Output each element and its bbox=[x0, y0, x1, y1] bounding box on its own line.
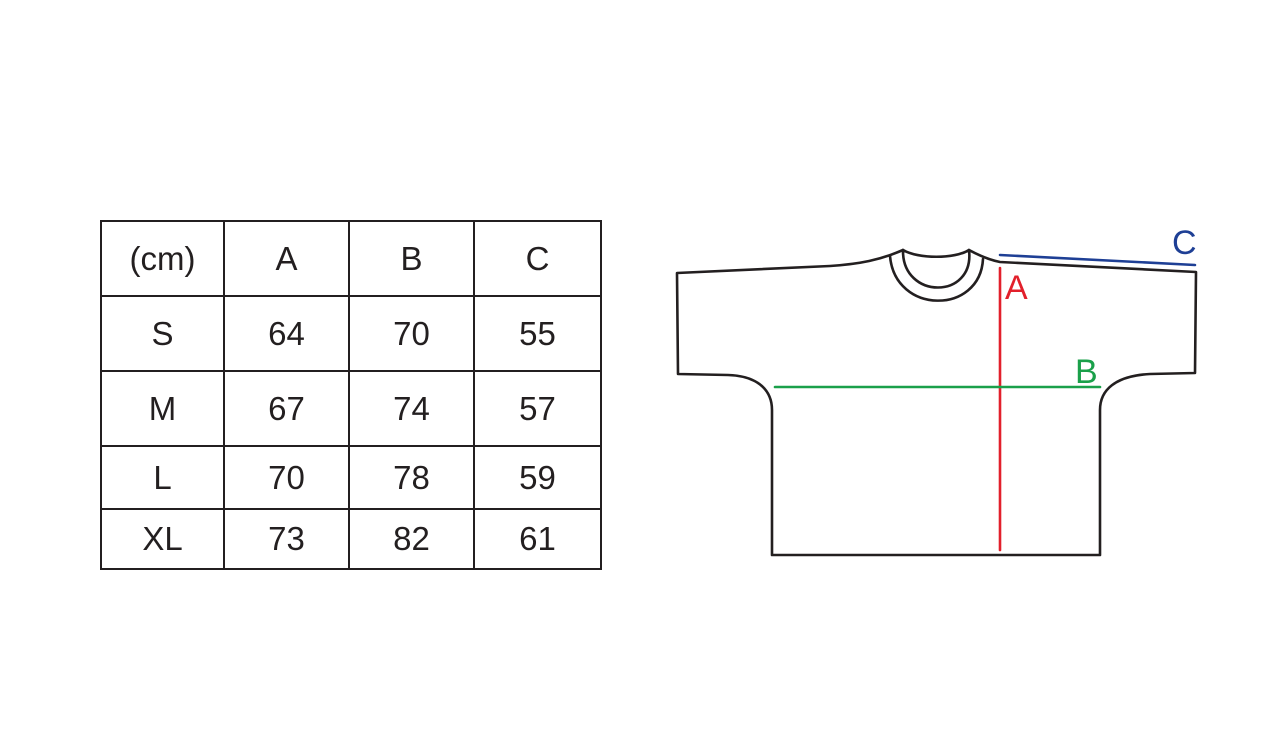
value-b-cell: 82 bbox=[348, 508, 475, 570]
value-a-cell: 73 bbox=[223, 508, 350, 570]
shirt-outline bbox=[675, 248, 1198, 557]
label-c: C bbox=[1172, 224, 1197, 262]
header-b-cell: B bbox=[348, 220, 475, 297]
size-cell: S bbox=[100, 295, 225, 372]
size-cell: XL bbox=[100, 508, 225, 570]
header-unit-cell: (cm) bbox=[100, 220, 225, 297]
value-a-cell: 64 bbox=[223, 295, 350, 372]
label-a: A bbox=[1005, 269, 1028, 307]
size-cell: M bbox=[100, 370, 225, 447]
label-b: B bbox=[1075, 353, 1098, 391]
value-b-cell: 74 bbox=[348, 370, 475, 447]
value-c-cell: 57 bbox=[473, 370, 602, 447]
size-cell: L bbox=[100, 445, 225, 510]
value-b-cell: 78 bbox=[348, 445, 475, 510]
size-chart-table: (cm) A B C S 64 70 55 M 67 74 57 L 70 78… bbox=[100, 220, 602, 570]
table-row: M 67 74 57 bbox=[100, 370, 602, 447]
table-row: L 70 78 59 bbox=[100, 445, 602, 510]
table-header-row: (cm) A B C bbox=[100, 220, 602, 297]
collar-inner bbox=[888, 254, 985, 302]
table-row: XL 73 82 61 bbox=[100, 508, 602, 570]
value-b-cell: 70 bbox=[348, 295, 475, 372]
value-c-cell: 55 bbox=[473, 295, 602, 372]
header-c-cell: C bbox=[473, 220, 602, 297]
collar-outer bbox=[901, 248, 971, 289]
value-c-cell: 61 bbox=[473, 508, 602, 570]
table-row: S 64 70 55 bbox=[100, 295, 602, 372]
value-c-cell: 59 bbox=[473, 445, 602, 510]
header-a-cell: A bbox=[223, 220, 350, 297]
measure-line-c bbox=[998, 253, 1197, 267]
value-a-cell: 67 bbox=[223, 370, 350, 447]
value-a-cell: 70 bbox=[223, 445, 350, 510]
